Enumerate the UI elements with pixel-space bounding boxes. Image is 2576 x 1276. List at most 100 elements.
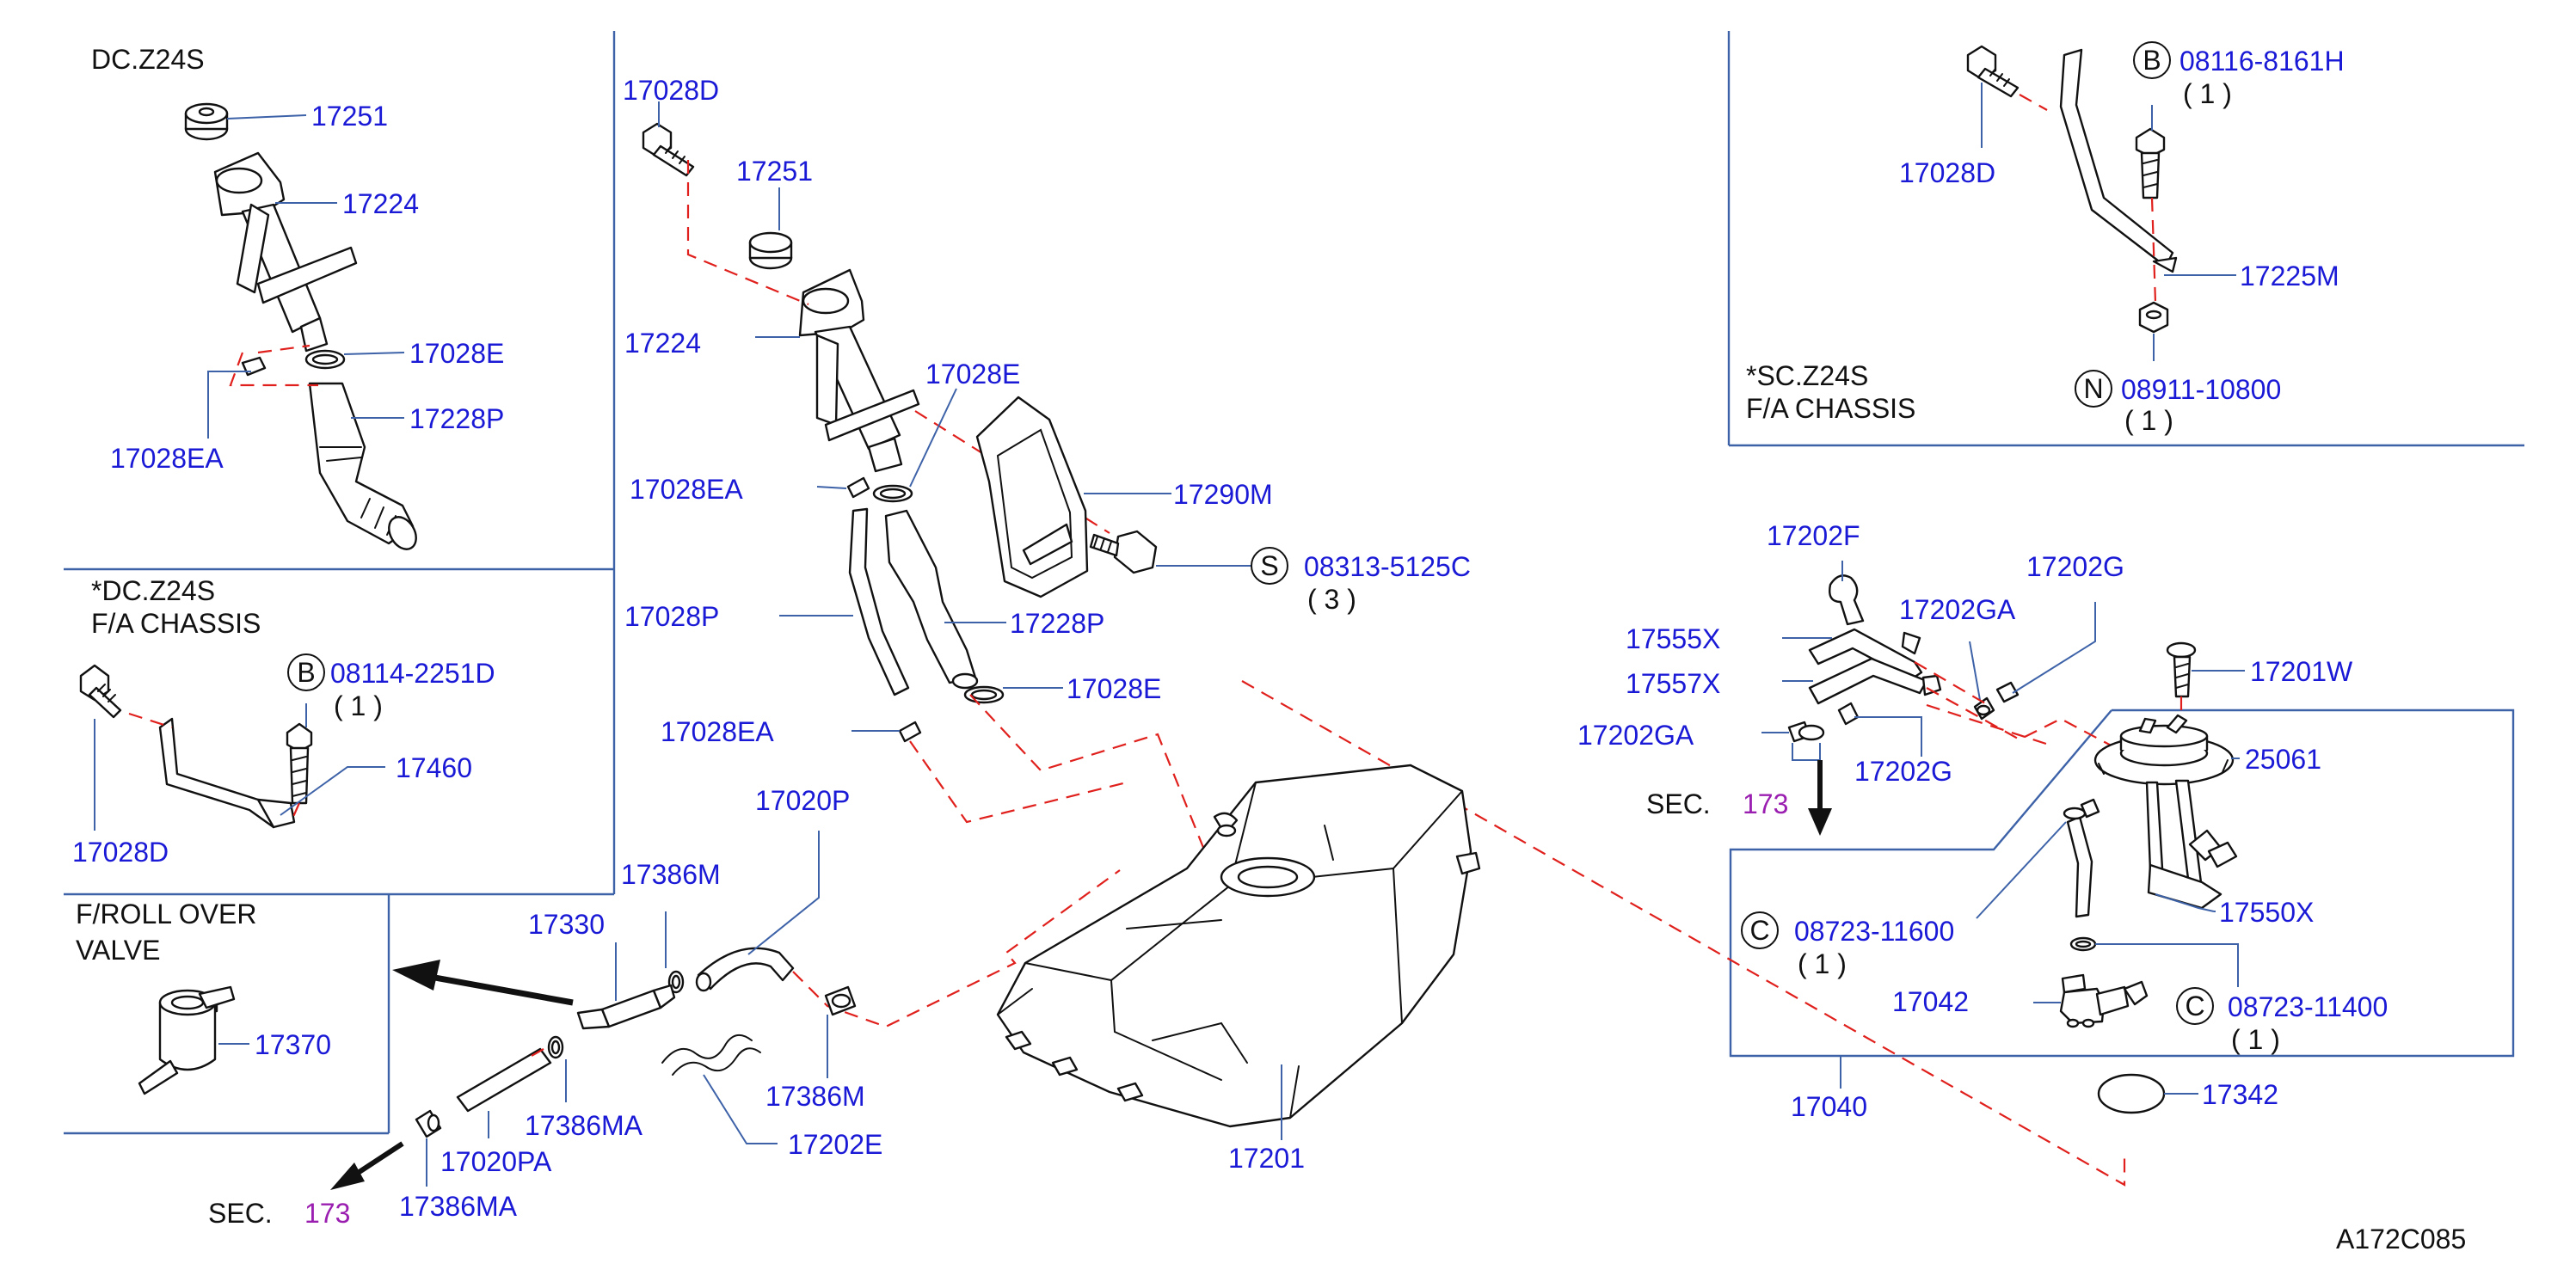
part-label: 17201 [1228,1143,1305,1174]
sec-ref-b-number[interactable]: 173 [1743,788,1788,819]
part-label: 17386M [765,1081,865,1112]
part-label: 17020PA [440,1146,552,1177]
callout-c-1: C [1741,911,1779,949]
bolt-08116-8161H [2135,127,2166,199]
nut-08911-10800 [2138,301,2169,334]
part-label: 17330 [528,909,605,940]
part-label: 17550X [2219,897,2314,928]
dc-chassis-bracket-group [79,664,385,831]
part-label: 25061 [2245,744,2321,775]
hose-17020PA [456,1047,552,1113]
section-sc-chassis-line2: F/A CHASSIS [1746,393,1915,424]
clamp-17028EA-b [846,476,870,499]
part-label: 17202GA [1577,720,1694,751]
part-label: 17028E [409,338,504,369]
part-label: 17224 [342,188,419,219]
hose-17550X [2063,798,2100,918]
fuel-pump-25061 [2093,714,2238,910]
callout-letter: C [1749,915,1769,946]
part-qty: ( 1 ) [2231,1024,2280,1055]
part-label: 17042 [1892,986,1969,1017]
clamp-17202G-a [1995,681,2020,703]
part-label: 17028EA [661,716,774,747]
section-rollover-line2: VALVE [76,935,160,966]
bolt-17028D-a [79,664,122,719]
callout-b-2: B [2133,41,2171,79]
part-label: 17460 [396,752,472,783]
part-label: 17028D [1899,157,1995,188]
section-rollover-line1: F/ROLL OVER [76,899,256,929]
part-label: 17202F [1767,520,1860,551]
part-qty: ( 1 ) [1798,948,1847,979]
gasket-17342 [2097,1073,2166,1114]
part-label: 08911-10800 [2121,374,2281,405]
section-sc-chassis-line1: *SC.Z24S [1746,360,1868,391]
callout-s-1: S [1251,547,1288,585]
filler-cap-17251-b [748,231,793,270]
part-label: 17028D [72,837,169,868]
bracket-17460 [158,717,296,829]
part-label: 17202GA [1899,594,2016,625]
clamp-17028E-b [872,484,913,503]
clamp-17386M-a [667,970,685,994]
heat-shield-17290M [975,396,1089,598]
dc-filler-group [184,102,417,550]
filler-cap-17251 [184,102,229,141]
part-label: 17202E [788,1129,882,1160]
part-label: 17028P [624,601,719,632]
part-label: 17028E [925,359,1020,390]
rollover-valve-group [138,960,574,1095]
clip-17202F [1829,574,1865,626]
arrow-to-sec-173-b [1808,760,1832,836]
section-dc-label: DC.Z24S [91,44,205,75]
part-label: 17225M [2240,261,2339,291]
part-label: 08114-2251D [330,658,495,689]
clamp-08723-11400 [2069,936,2097,952]
bolt-08114-2251D [286,722,313,805]
part-label: 17040 [1791,1091,1867,1122]
part-label: 17028EA [630,474,743,505]
hose-17557X [1808,657,1942,705]
part-label: 08723-11400 [2228,991,2388,1022]
clamp-17202GA-b [1787,721,1825,743]
callout-letter: S [1260,550,1278,581]
callout-letter: N [2083,373,2103,404]
callout-n-1: N [2075,370,2112,408]
arrow-to-sec-173-a [330,1141,404,1190]
part-label: 17224 [624,328,701,359]
hose-17020P [695,947,795,992]
valve-17370 [138,985,236,1095]
pump-group [1761,561,2245,1114]
part-label: 17386M [621,859,721,890]
part-label: 17251 [736,156,813,187]
callout-c-2: C [2176,987,2214,1025]
part-label: 17202G [1854,756,1952,787]
part-qty: ( 1 ) [2124,405,2173,436]
part-label: 17228P [409,403,504,434]
part-qty: ( 3 ) [1307,584,1356,615]
hose-17202E [661,1034,761,1076]
filler-neck-17224-b [798,268,920,473]
section-dc-chassis-line1: *DC.Z24S [91,575,215,606]
panel-frames [64,31,2524,1135]
clamp-17386M-b [824,985,857,1016]
part-label: 17386MA [525,1110,643,1141]
part-label: 17557X [1626,668,1720,699]
clamp-17386MA-a [547,1035,564,1059]
part-label: 17386MA [399,1191,518,1222]
clamp-17386MA-b [415,1109,442,1138]
sec-ref-a-number[interactable]: 173 [304,1198,350,1229]
part-label: 17028EA [110,443,224,474]
part-label: 17342 [2202,1079,2278,1110]
center-filler-group [642,101,2126,1187]
part-label: 17028D [623,75,719,106]
fuel-tank-17201 [996,764,1481,1128]
part-label: 17290M [1173,479,1273,510]
clamp-17028EA-c [898,721,922,743]
drawing-id: A172C085 [2336,1224,2466,1255]
part-label: 08116-8161H [2179,46,2345,77]
sec-ref-b-label: SEC. [1646,788,1711,819]
section-dc-chassis-line2: F/A CHASSIS [91,608,261,639]
clamp-17028E-a [304,349,346,370]
